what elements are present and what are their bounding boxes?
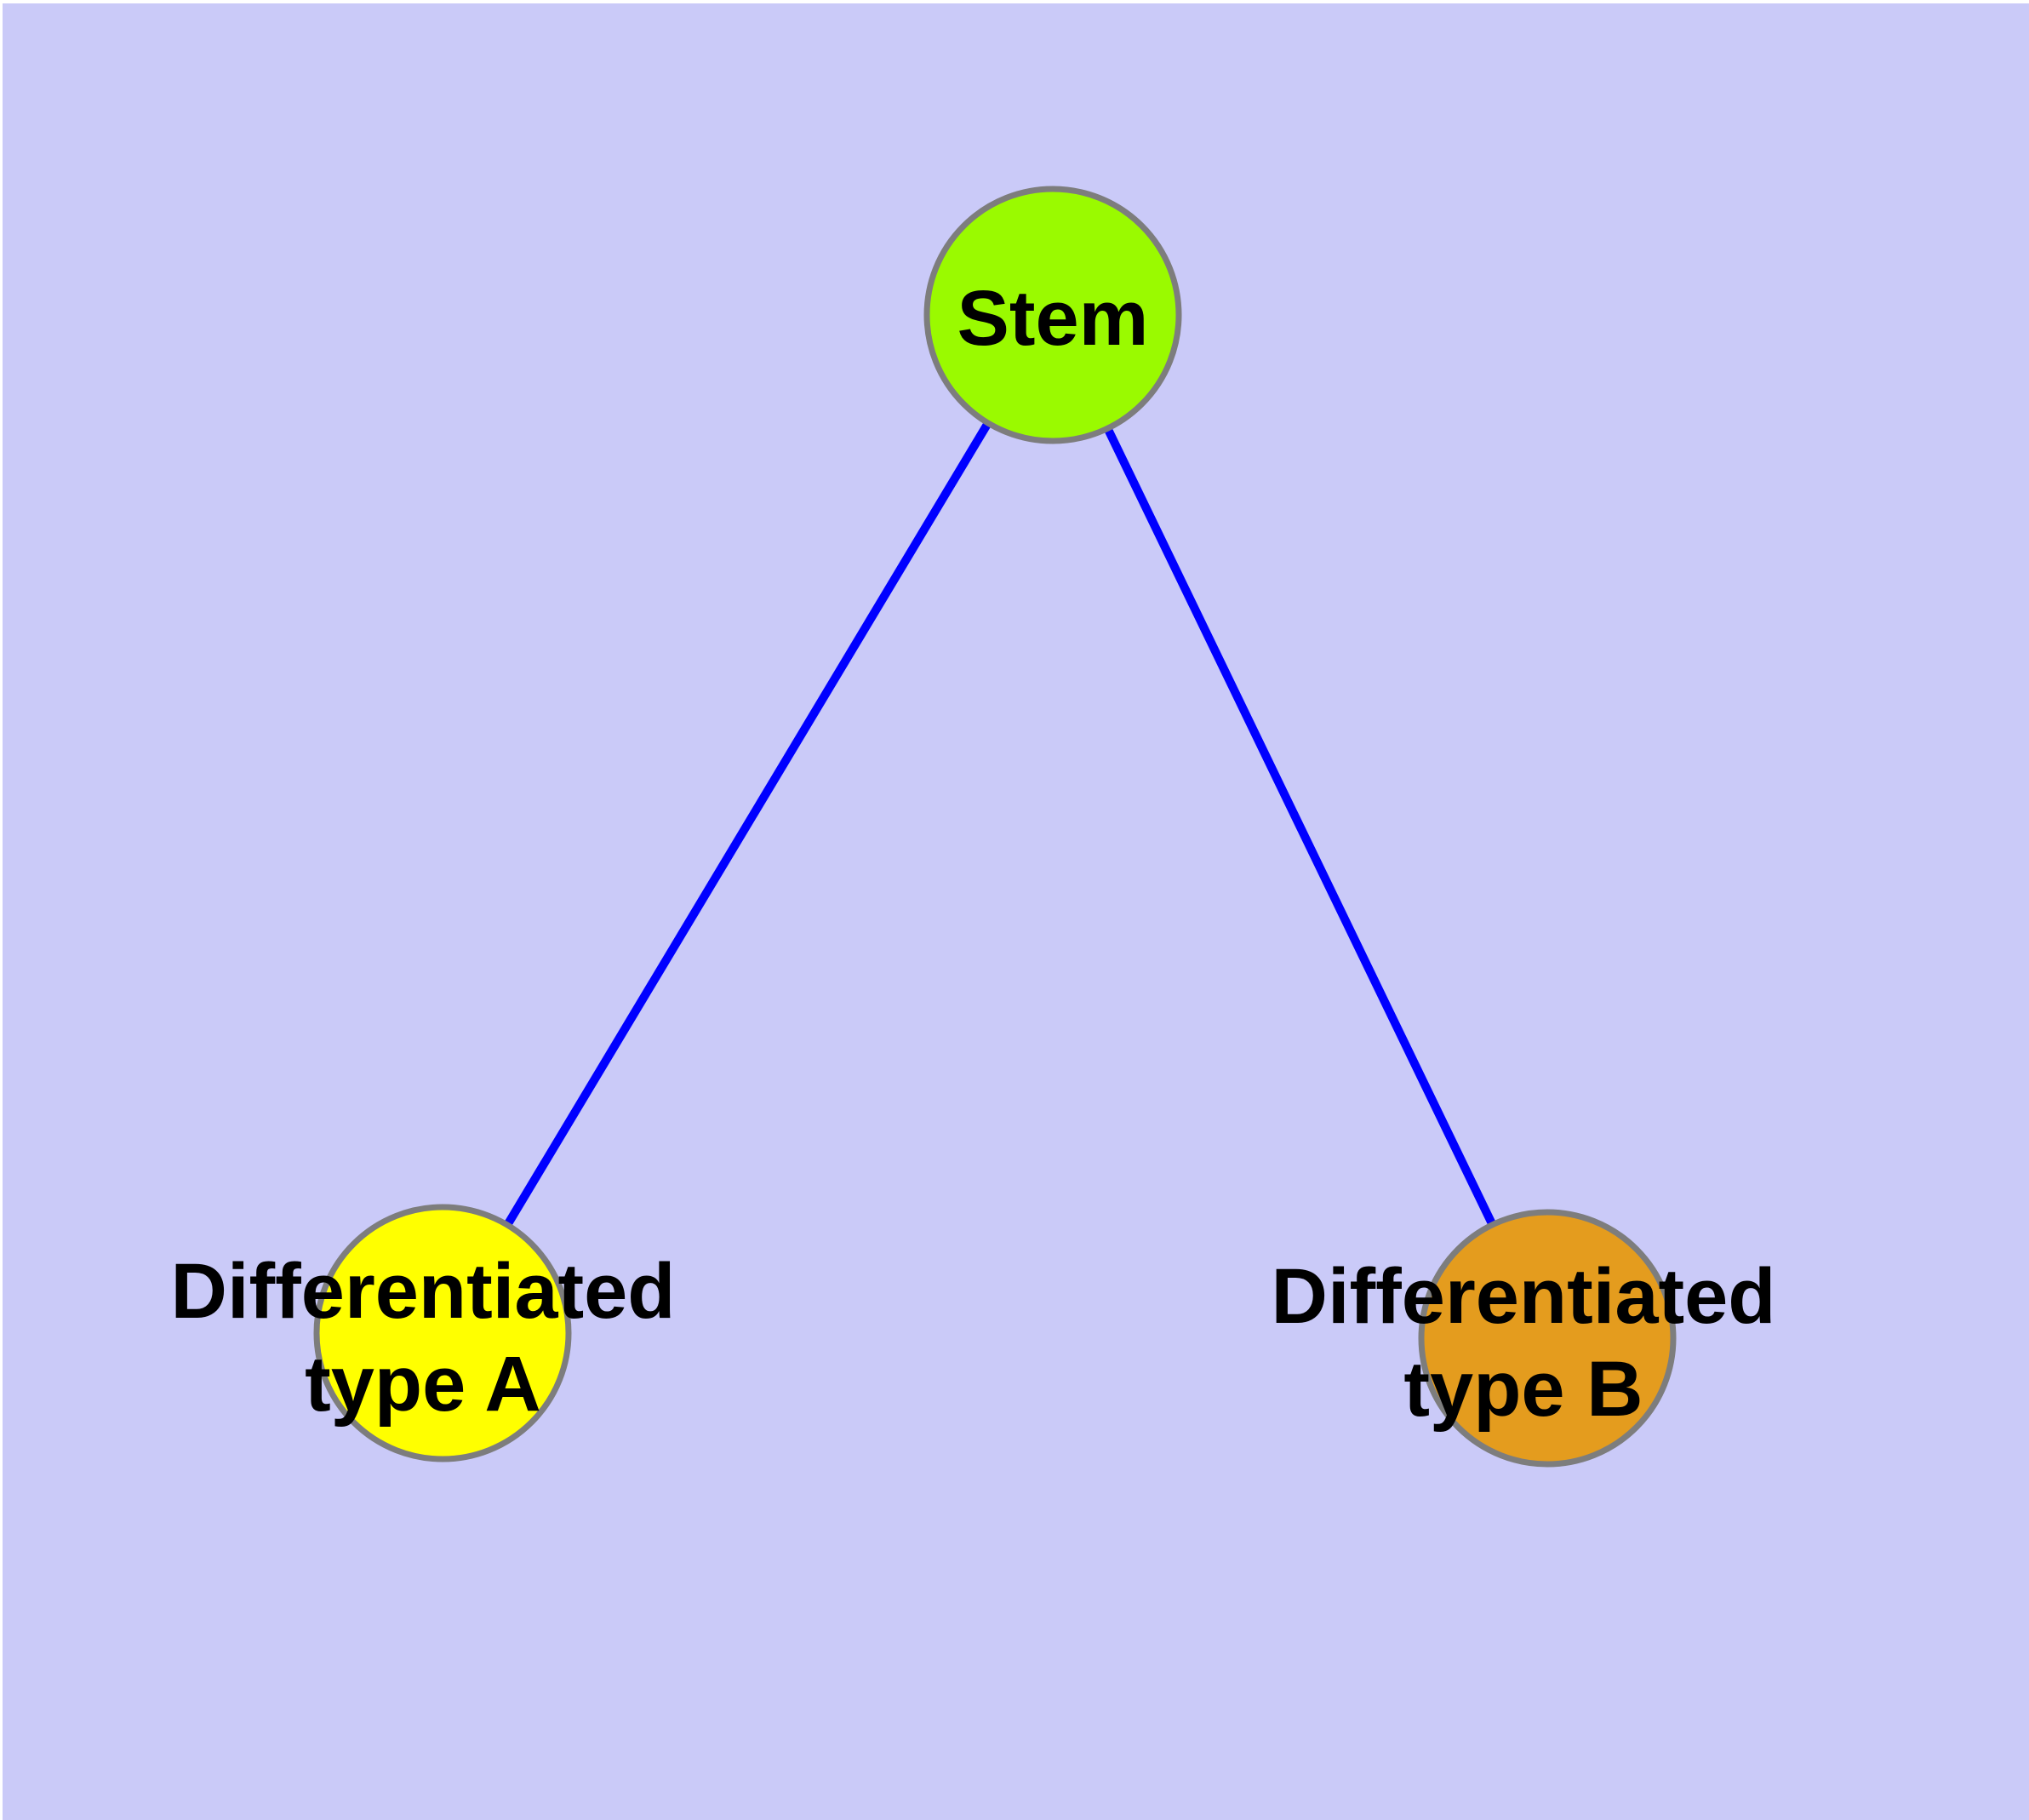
node-type-a-label-line-2: type A: [305, 1341, 541, 1428]
edge-stem-to-type-a: [438, 312, 1057, 1336]
node-type-b-label-line-2: type B: [1403, 1346, 1643, 1433]
node-type-a-label-line-1: Differentiated: [171, 1248, 676, 1335]
node-stem-label: Stem: [957, 275, 1149, 362]
edge-stem-to-type-b: [1049, 312, 1552, 1341]
node-type-a: [313, 1204, 572, 1462]
node-type-b-label-line-1: Differentiated: [1272, 1253, 1776, 1340]
node-type-b: [1418, 1209, 1677, 1468]
node-stem: [923, 186, 1182, 444]
